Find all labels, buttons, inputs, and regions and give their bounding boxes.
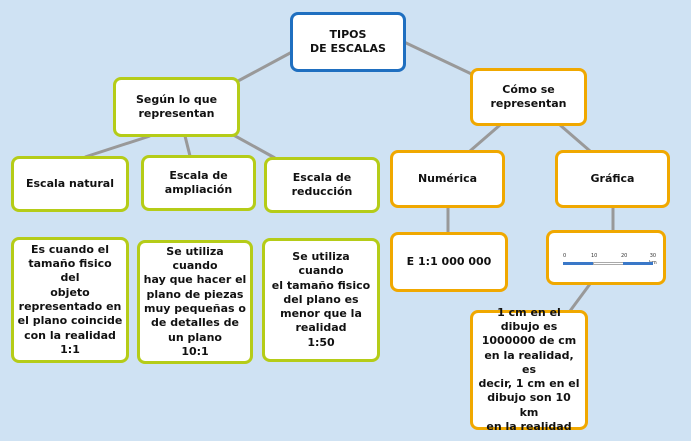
node-escala-ampliacion: Escala de ampliación: [141, 155, 256, 211]
node-escala-reduccion: Escala de reducción: [264, 157, 380, 213]
root-node: TIPOS DE ESCALAS: [290, 12, 406, 72]
scale-segment: [623, 262, 653, 265]
node-numerica: Numérica: [390, 150, 505, 208]
graphic-scale-example: 0 10 20 30 km: [546, 230, 666, 285]
node-escala-natural: Escala natural: [11, 156, 129, 212]
scale-segment: [593, 262, 625, 265]
scale-label: 0: [563, 253, 567, 259]
numeric-example: E 1:1 000 000: [390, 232, 508, 292]
scale-label: 10: [591, 253, 598, 259]
node-segun-lo-que-representan: Según lo que representan: [113, 77, 240, 137]
desc-escala-natural: Es cuando el tamaño fisico del objeto re…: [11, 237, 129, 363]
scale-segment: [563, 262, 593, 265]
graphic-explanation: 1 cm en el dibujo es 1000000 de cm en la…: [470, 306, 588, 433]
scale-label: 20: [621, 253, 628, 259]
desc-escala-ampliacion: Se utiliza cuando hay que hacer el plano…: [137, 240, 253, 364]
node-grafica: Gráfica: [555, 150, 670, 208]
desc-escala-reduccion: Se utiliza cuando el tamaño fisico del p…: [262, 238, 380, 362]
graphic-scale-bar: 0 10 20 30 km: [563, 253, 657, 367]
node-como-se-representan: Cómo se representan: [470, 68, 587, 126]
